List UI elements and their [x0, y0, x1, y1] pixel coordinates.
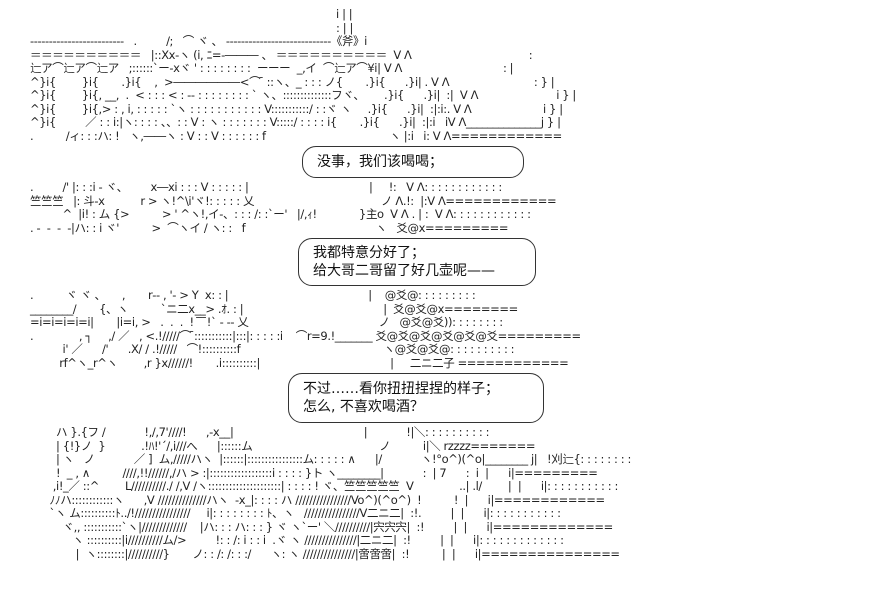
ascii-art-line: . /ィ: : :ハ: ! ヽ,――ヽ : V : : V : : : : : …: [30, 128, 562, 143]
bubble-2-line-2: 给大哥二哥留了好几壶呢——: [313, 263, 495, 279]
speech-bubble-2: 我都特意分好了； 给大哥二哥留了好几壶呢——: [298, 238, 536, 286]
ascii-art-line: =i=i=i=i=i| |i=i, > . . . ! ̄ ̄ ̄!` - --…: [30, 315, 503, 329]
bubble-2-line-1: 我都特意分好了；: [313, 245, 425, 261]
ascii-art-line: ^}i{ }i{,> : , i, : : : : : `ヽ : : : : :…: [30, 101, 563, 116]
ascii-art-line: | {!}ノ } .!ﾊ!'´/,i///へ |::::::ム ノ i|＼ rz…: [30, 438, 536, 453]
ascii-art-line: 辷ア⌒辷ア⌒辷ア ;::::::`ー-xヾ ' : : : : : : : : …: [30, 61, 514, 75]
ascii-art-line: ヾ,, :::::::::::`ヽ|///////////// |ハ: : : …: [30, 519, 614, 534]
ascii-art-line: . , ┐ ,/ ／ , <.!/////⌒ ̄:::::::::::|:::|…: [30, 328, 581, 343]
ascii-art-line: ________/ {、ヽ `ニ二x__> .ｵ. : | | 爻@爻@x===…: [30, 301, 518, 316]
ascii-art-line: ＝＝＝＝＝＝＝＝＝＝ |::Xx-ヽ (i, ﾆ=-――― 、 ＝＝＝＝＝＝＝＝…: [30, 47, 533, 62]
ascii-art-line: . ヾ ヾ 、 , r‐- , '- > Y x: : | | @爻@: : :…: [30, 288, 476, 302]
ascii-art-line: ^}i{ }i{, __, . < : : : < : -- : : : : :…: [30, 88, 576, 102]
ascii-art-line: . - - - -|ハ: : i ヾ' > ⌒ヽイ / ヽ: : f ヽ 爻@x…: [30, 220, 509, 235]
ascii-art-line: rf^ヽ_r^ヽ ,r }x//////! .i::::::::::| | 二ニ…: [30, 355, 569, 370]
ascii-art-line: ,i!_／ ::^ L//////////./ /,V /ヽ::::::::::…: [30, 479, 619, 493]
ascii-art-segment: . ヾ ヾ 、 , r‐- , '- > Y x: : | | @爻@: : :…: [30, 288, 896, 370]
ascii-art-line: : | |: [30, 20, 353, 35]
ascii-art-line: ! _ , ∧ ////,!!//////,/ハ > :|:::::::::::…: [30, 465, 598, 480]
speech-bubble-3: 不过……看你扭扭捏捏的样子； 怎么, 不喜欢喝酒？: [288, 373, 544, 423]
ascii-art-line: ﾉﾉハ::::::::::::ヽ ,V //////////////ハヽ -x_…: [30, 492, 606, 507]
ascii-art-line: 竺竺竺 |: 斗-x r > ヽ!^\i'ヾ!: : : : : 乂 ノ Λ.!…: [30, 193, 557, 208]
ascii-art-line: i | |: [30, 7, 353, 21]
bubble-3-line-2: 怎么, 不喜欢喝酒？: [303, 399, 424, 415]
ascii-art-line: `ヽ ム::::::::::ﾄ../!//////////////// i|: …: [30, 506, 561, 520]
bubble-1-line-1: 没事，我们该喝喝；: [317, 154, 443, 170]
ascii-art-line: ハ }.{フ / !,/,7'////! ,-x__| | !|＼: : : :…: [30, 425, 490, 439]
ascii-art-segment: i | | : | |------------------------- . /…: [30, 7, 896, 143]
ascii-art-line: ヽ ::::::::::|i//////////ム/> !: : /: i : …: [30, 533, 564, 547]
ascii-art-line: | ヽ ノ ／ ] ム,/////ハヽ |::::::|::::::::::::…: [30, 452, 631, 466]
bubble-3-line-1: 不过……看你扭扭捏捏的样子；: [303, 381, 499, 397]
ascii-art-line: i' ／ /' .X/ / .!///// ⌒!::::::::::f ヽ@爻@…: [30, 342, 515, 356]
ascii-art-line: ^ |i! : ム {> > ' ^ヽ!,イ-、: : : /: :`ー' |/…: [30, 207, 531, 221]
ascii-art-line: | ヽ::::::::|//////////} ノ: : /: /: : :/ …: [30, 546, 621, 561]
ascii-art-line: ^}i{ }i{ .}i{ , >――――――<⌒ ̄ ::ヽ、_ : : : …: [30, 74, 555, 89]
ascii-art-line: ------------------------- . /; ⌒ ヾ 、 ---…: [30, 34, 367, 48]
ascii-art-line: . /' |: : :i - ヾ、 x―xi : : : V : : : : :…: [30, 180, 502, 194]
ascii-art-line: ^}i{ ／ : : i:|ヽ: : : : 、、: : V : ヽ : : :…: [30, 115, 561, 129]
speech-bubble-1: 没事，我们该喝喝；: [302, 146, 524, 178]
ascii-art-segment: . /' |: : :i - ヾ、 x―xi : : : V : : : : :…: [30, 180, 896, 235]
ascii-art-segment: ハ }.{フ / !,/,7'////! ,-x__| | !|＼: : : :…: [30, 425, 896, 561]
